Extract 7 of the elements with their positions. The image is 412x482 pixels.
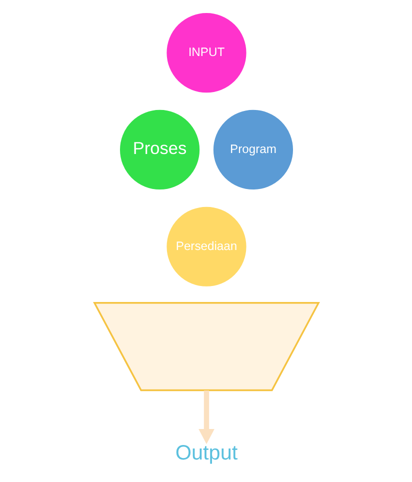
node-funnel [92,302,320,392]
node-circle: INPUT [164,11,248,94]
node-circle: Program [211,108,294,192]
node-circle: Proses [118,108,201,192]
node-circle: Persediaan [164,205,248,288]
arrow [198,390,214,444]
node-text: Output [174,442,238,465]
